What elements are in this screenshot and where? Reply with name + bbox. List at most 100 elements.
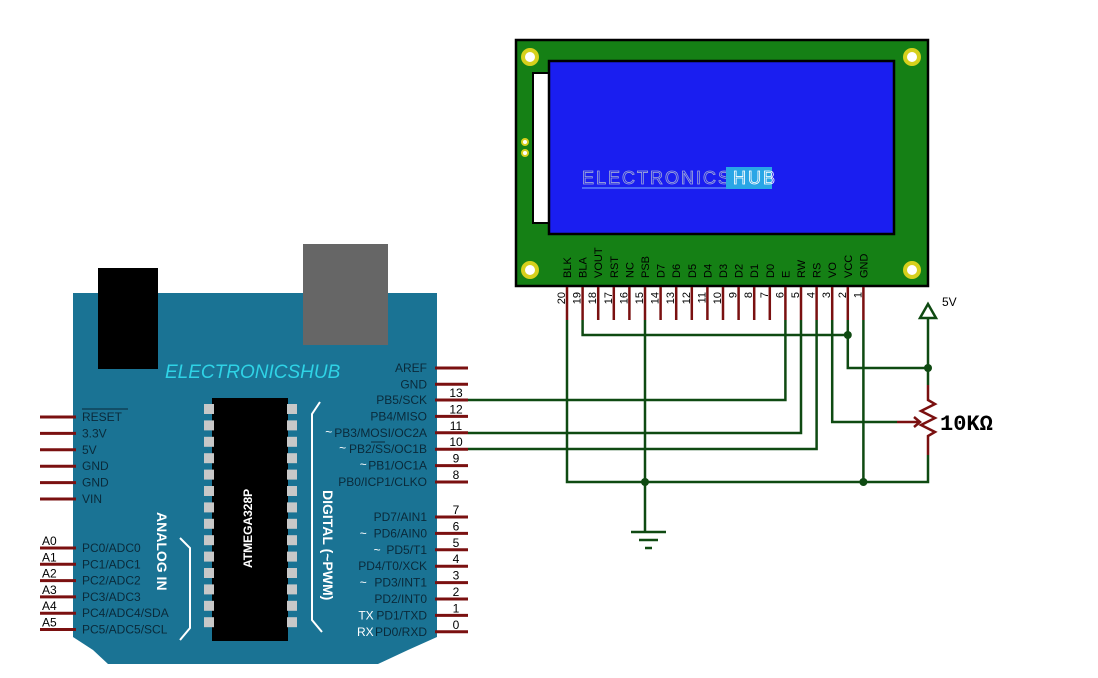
chip-pin bbox=[204, 535, 214, 546]
digital-pin-label: PB2/SS/OC1B bbox=[349, 442, 427, 456]
lcd-pin-number: 8 bbox=[743, 292, 755, 298]
lcd-pin-number: 2 bbox=[837, 292, 849, 298]
pwm-marker: ~ bbox=[339, 441, 346, 455]
wire-vo-to-wiper bbox=[830, 320, 897, 424]
lcd-mounting-hole bbox=[903, 48, 921, 66]
lcd-pin-number: 13 bbox=[665, 292, 677, 304]
lcd-12864-module: ELECTRONICS HUB BLK20BLA19VOUT18RST17NC1… bbox=[514, 38, 930, 320]
digital-pin-number: 7 bbox=[453, 503, 460, 517]
lcd-pin-label: BLK bbox=[562, 257, 574, 278]
arduino-uno-board: ELECTRONICSHUB ATMEGA328P ANALOG IN DIGI… bbox=[40, 244, 468, 664]
wire-vcc-to-5v bbox=[846, 320, 928, 370]
lcd-pin-label: D4 bbox=[702, 264, 714, 278]
chip-pin bbox=[287, 535, 297, 546]
digital-pin-label: PD6/AIN0 bbox=[374, 526, 428, 540]
analog-pin-label: PC3/ADC3 bbox=[82, 590, 141, 604]
pwm-marker: ~ bbox=[360, 526, 367, 540]
analog-pin-number: A3 bbox=[42, 583, 57, 597]
supply-label: 5V bbox=[942, 295, 957, 309]
header-pin-label: AREF bbox=[395, 361, 427, 375]
lcd-pin-label: D0 bbox=[765, 264, 777, 278]
lcd-screen bbox=[547, 59, 896, 236]
digital-pin-label: PD2/INT0 bbox=[374, 592, 427, 606]
lcd-pin-label: D6 bbox=[671, 264, 683, 278]
analog-bracket bbox=[179, 537, 191, 641]
lcd-pin-label: VOUT bbox=[593, 247, 605, 278]
lcd-pin-number: 7 bbox=[759, 292, 771, 298]
chip-pin bbox=[204, 469, 214, 480]
digital-pin-label: PD0/RXD bbox=[375, 625, 427, 639]
chip-label: ATMEGA328P bbox=[241, 489, 255, 568]
digital-pin-label: PD7/AIN1 bbox=[374, 510, 428, 524]
chip-pin bbox=[287, 469, 297, 480]
lcd-pin-number: 3 bbox=[821, 292, 833, 298]
chip-pin bbox=[287, 436, 297, 447]
chip-pin bbox=[204, 436, 214, 447]
lcd-via bbox=[521, 149, 529, 157]
pwm-marker: ~ bbox=[360, 576, 367, 590]
analog-pin-number: A0 bbox=[42, 534, 57, 548]
analog-pin-label: PC2/ADC2 bbox=[82, 574, 141, 588]
digital-pin-label: PB0/ICP1/CLKO bbox=[338, 475, 427, 489]
chip-pin bbox=[287, 568, 297, 578]
lcd-pin-label: D1 bbox=[749, 264, 761, 278]
chip-pin bbox=[287, 486, 297, 496]
lcd-pin-number: 5 bbox=[790, 292, 802, 298]
power-jack bbox=[98, 268, 158, 369]
analog-pin-label: PC4/ADC4/SDA bbox=[82, 606, 169, 620]
pwm-marker: ~ bbox=[360, 458, 367, 472]
digital-pin-label: PB4/MISO bbox=[370, 409, 427, 423]
junction-dot bbox=[641, 478, 649, 486]
lcd-pin-label: RS bbox=[812, 263, 824, 278]
lcd-pin-label: GND bbox=[858, 254, 870, 279]
digital-pin-label: PD1/TXD bbox=[376, 608, 427, 622]
lcd-pin-label: D2 bbox=[734, 264, 746, 278]
lcd-pin-number: 9 bbox=[728, 292, 740, 298]
board-logo: ELECTRONICSHUB bbox=[165, 362, 341, 383]
lcd-pin-label: PSB bbox=[640, 256, 652, 278]
chip-pin bbox=[204, 420, 214, 431]
chip-pin bbox=[204, 617, 214, 628]
lcd-pin-number: 14 bbox=[650, 292, 662, 304]
ground-symbol bbox=[631, 530, 666, 550]
lcd-brand-text: ELECTRONICS bbox=[582, 168, 732, 188]
chip-pin bbox=[204, 551, 214, 562]
analog-pin-number: A5 bbox=[42, 616, 57, 630]
lcd-pin-number: 12 bbox=[681, 292, 693, 304]
digital-pin-number: 8 bbox=[453, 468, 460, 482]
chip-pin bbox=[204, 600, 214, 611]
lcd-mounting-hole bbox=[903, 261, 921, 279]
lcd-pin-number: 20 bbox=[556, 292, 568, 304]
digital-pin-number: 6 bbox=[453, 519, 460, 533]
lcd-pin-label: BLA bbox=[578, 257, 590, 278]
power-pin-label: VIN bbox=[82, 492, 102, 506]
wire-gnd-bus bbox=[565, 320, 930, 484]
power-pin-label: GND bbox=[82, 476, 109, 490]
lcd-pin-number: 16 bbox=[618, 292, 630, 304]
chip-pin bbox=[204, 404, 214, 414]
chip-pin bbox=[287, 453, 297, 464]
digital-pin-label: PB1/OC1A bbox=[368, 459, 427, 473]
lcd-pin-label: RST bbox=[609, 256, 621, 278]
lcd-pin-label: VCC bbox=[843, 255, 855, 278]
chip-pin bbox=[287, 502, 297, 513]
serial-marker: TX bbox=[358, 608, 373, 622]
lcd-pin-number: 18 bbox=[587, 292, 599, 304]
digital-pin-label: PD5/T1 bbox=[386, 543, 427, 557]
digital-pin-number: 2 bbox=[453, 585, 460, 599]
digital-group-label: DIGITAL (~PWM) bbox=[320, 490, 336, 600]
lcd-pin-number: 1 bbox=[852, 292, 864, 298]
wire-nets bbox=[468, 318, 932, 532]
lcd-pin-number: 4 bbox=[806, 292, 818, 298]
lcd-pin-number: 15 bbox=[634, 292, 646, 304]
wire-d10-to-rs bbox=[468, 320, 818, 451]
chip-pin bbox=[204, 502, 214, 513]
digital-pin-number: 12 bbox=[449, 402, 463, 416]
digital-pin-label: PB3/MOSI/OC2A bbox=[334, 426, 427, 440]
pwm-marker: ~ bbox=[374, 543, 381, 557]
lcd-mounting-hole bbox=[521, 261, 539, 279]
potentiometer-10k: 10KΩ bbox=[897, 385, 993, 455]
pot-wiper-arrow-icon bbox=[897, 416, 922, 428]
lcd-pin-number: 19 bbox=[572, 292, 584, 304]
wire-d11-to-rw bbox=[468, 320, 803, 435]
